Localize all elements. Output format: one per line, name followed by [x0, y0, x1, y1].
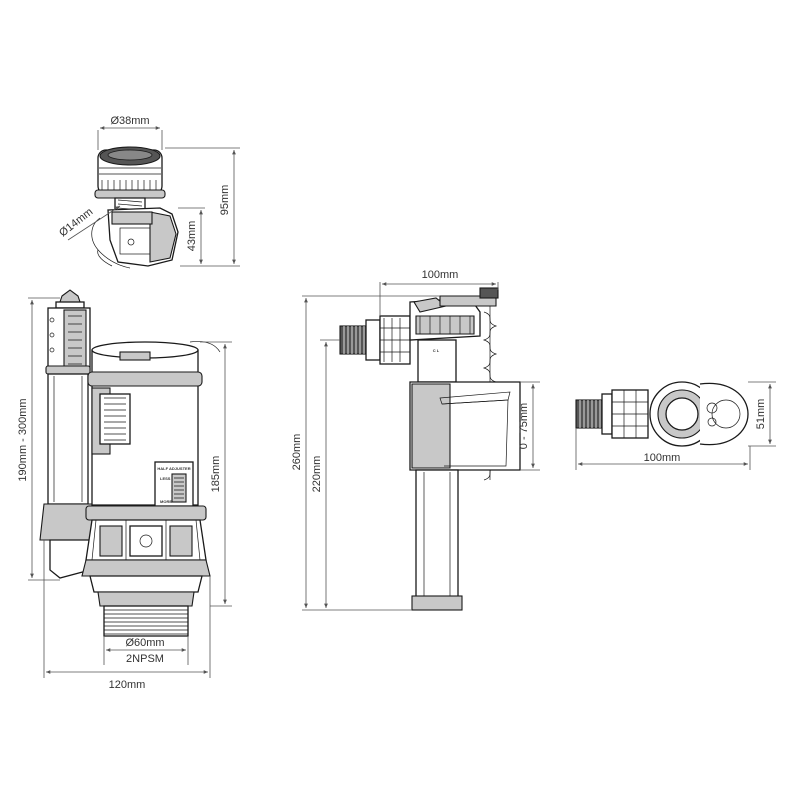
valve-height-label: 185mm — [210, 456, 222, 493]
outlet-diameter-label: Ø60mm — [125, 637, 164, 649]
fill-valve-mark: C L — [433, 348, 440, 353]
fill-valve-top-view — [575, 381, 749, 447]
button-diameter-label: Ø38mm — [110, 115, 149, 127]
fill-height-total-label: 260mm — [291, 434, 303, 471]
outlet-thread-label: 2NPSM — [126, 653, 164, 665]
top-depth-label: 51mm — [755, 399, 767, 430]
more-label: MORE — [160, 499, 172, 504]
half-adjuster-label: HALF ADJUSTER — [157, 466, 190, 471]
less-label: LESS — [160, 476, 171, 481]
flush-valve-drawing: HALF ADJUSTER LESS MORE — [39, 289, 221, 637]
valve-width-label: 120mm — [109, 679, 146, 691]
button-height-label: 95mm — [219, 185, 231, 216]
fill-width-label: 100mm — [422, 269, 459, 281]
button-lower-height-label: 43mm — [186, 221, 198, 252]
flush-button-drawing — [91, 146, 179, 269]
fill-valve-drawing: C L — [339, 287, 521, 611]
overflow-range-label: 190mm - 300mm — [17, 398, 29, 481]
fill-height-inner-label: 220mm — [311, 456, 323, 493]
top-width-label: 100mm — [644, 452, 681, 464]
float-range-label: 0 - 75mm — [518, 403, 530, 449]
